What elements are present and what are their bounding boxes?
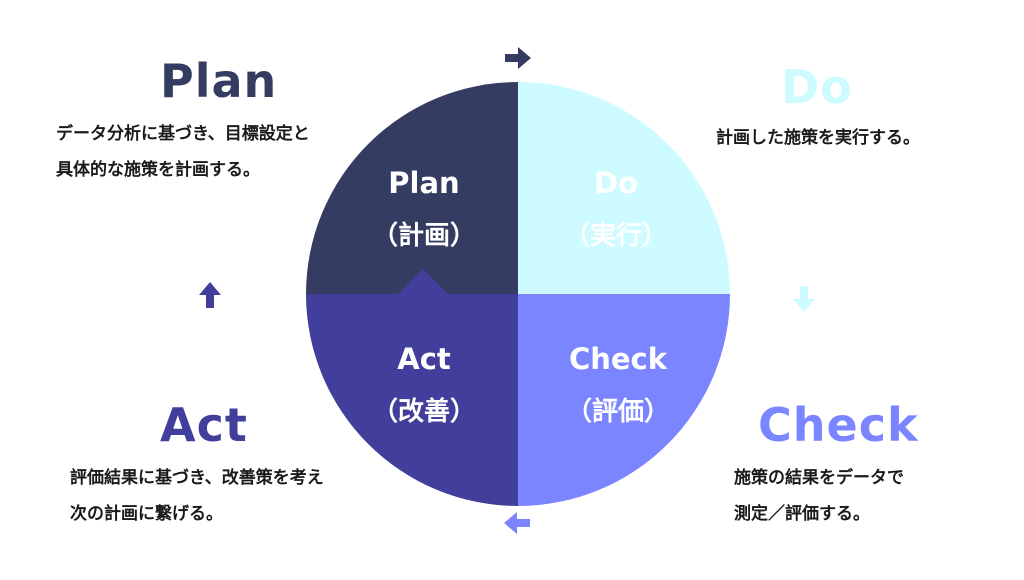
plan-segment bbox=[306, 82, 543, 294]
do-heading: Do bbox=[781, 60, 853, 114]
arrow-left-icon bbox=[504, 512, 530, 534]
act-segment-label: Act bbox=[397, 342, 451, 376]
do-segment bbox=[518, 82, 730, 319]
act-segment-sub: （改善） bbox=[372, 396, 476, 427]
arrow-up-icon bbox=[199, 282, 221, 308]
check-heading: Check bbox=[758, 398, 919, 452]
act-segment bbox=[306, 269, 518, 506]
do-segment-sub: （実行） bbox=[564, 220, 668, 251]
plan-description-line1: データ分析に基づき、目標設定と bbox=[56, 124, 310, 144]
do-description: 計画した施策を実行する。 bbox=[716, 120, 920, 156]
act-description-line1: 評価結果に基づき、改善策を考え bbox=[70, 468, 324, 488]
act-description-line2: 次の計画に繋げる。 bbox=[70, 504, 223, 524]
act-heading: Act bbox=[160, 398, 248, 452]
act-description: 評価結果に基づき、改善策を考え 次の計画に繋げる。 bbox=[70, 460, 324, 532]
do-segment-label: Do bbox=[594, 166, 638, 200]
check-segment bbox=[493, 294, 730, 506]
plan-heading: Plan bbox=[160, 54, 278, 108]
do-description-line1: 計画した施策を実行する。 bbox=[716, 128, 920, 148]
check-description-line1: 施策の結果をデータで bbox=[734, 468, 904, 488]
check-segment-sub: （評価） bbox=[566, 396, 670, 427]
check-description-line2: 測定／評価する。 bbox=[734, 504, 870, 524]
plan-description: データ分析に基づき、目標設定と 具体的な施策を計画する。 bbox=[56, 116, 310, 188]
plan-segment-sub: （計画） bbox=[372, 220, 476, 251]
check-segment-label: Check bbox=[569, 342, 668, 376]
arrow-right-icon bbox=[505, 47, 531, 69]
arrow-down-icon bbox=[793, 286, 815, 312]
pdca-wheel: Plan （計画） Do （実行） Act （改善） Check （評価） bbox=[306, 82, 730, 506]
check-description: 施策の結果をデータで 測定／評価する。 bbox=[734, 460, 904, 532]
plan-segment-label: Plan bbox=[388, 166, 459, 200]
plan-description-line2: 具体的な施策を計画する。 bbox=[56, 160, 260, 180]
